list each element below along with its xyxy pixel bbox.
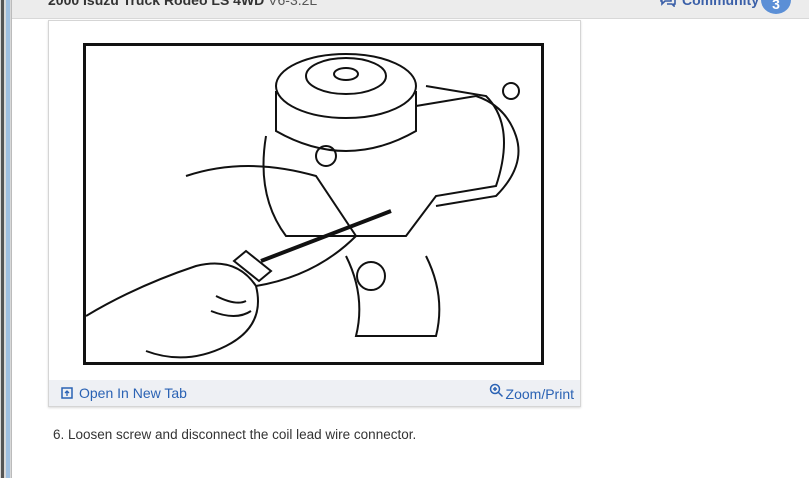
window-edge xyxy=(0,0,12,478)
open-in-new-tab-link[interactable]: Open In New Tab xyxy=(61,385,187,401)
figure-card: Open In New Tab Zoom/Print xyxy=(48,20,581,407)
vehicle-header: 2000 Isuzu Truck Rodeo LS 4WD V6-3.2L Co… xyxy=(12,0,809,19)
vehicle-title: 2000 Isuzu Truck Rodeo LS 4WD V6-3.2L xyxy=(48,0,318,8)
diagram-image[interactable] xyxy=(83,43,544,365)
zoom-in-icon xyxy=(489,383,503,398)
user-avatar-badge[interactable]: 3 xyxy=(761,0,791,14)
step-instruction: 6. Loosen screw and disconnect the coil … xyxy=(53,427,417,442)
chat-icon xyxy=(660,0,676,7)
open-new-tab-icon xyxy=(61,387,73,399)
figure-footer: Open In New Tab Zoom/Print xyxy=(49,380,580,406)
community-button[interactable]: Community xyxy=(660,0,759,8)
zoom-print-link[interactable]: Zoom/Print xyxy=(489,383,574,402)
